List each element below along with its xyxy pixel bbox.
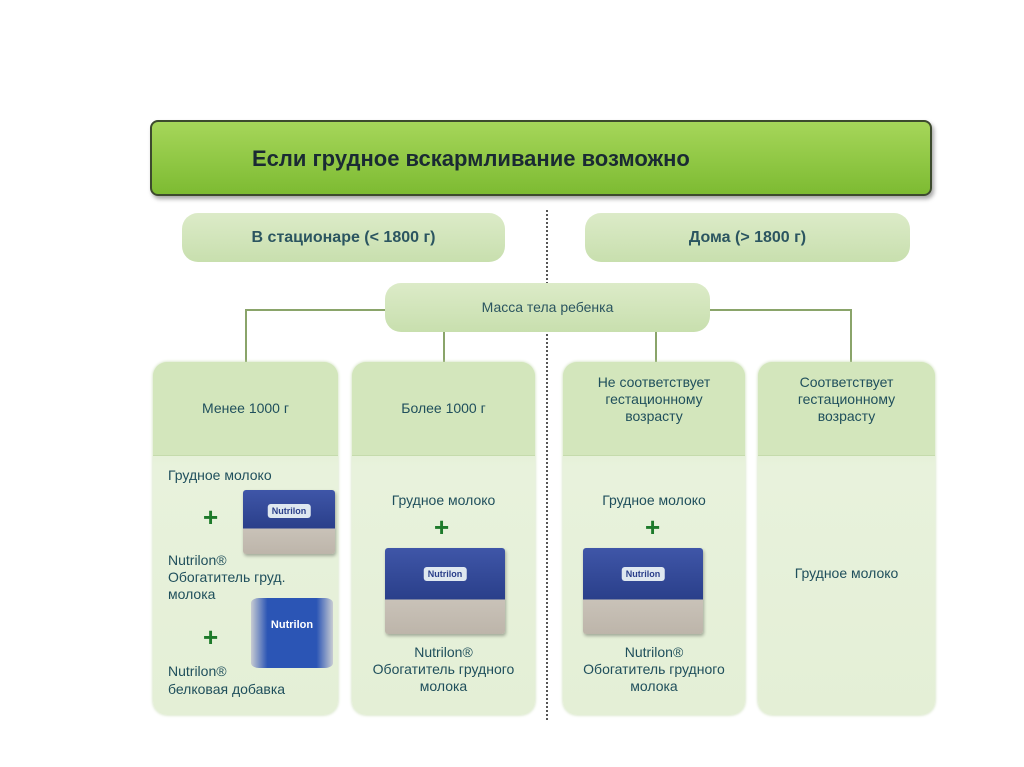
line: Грудное молоко [168,467,272,483]
box-header-area: Более 1000 г [352,362,535,456]
box-header-area: Не соответствует гестационному возрасту [563,362,745,456]
product-box-image: Nutrilon [385,548,505,634]
box-header: Менее 1000 г [202,400,289,416]
brand: Nutrilon® [168,552,227,568]
box-header: Более 1000 г [401,400,486,416]
branch-hospital: В стационаре (< 1800 г) [182,213,505,262]
plus: + [434,512,450,542]
line: Грудное молоко [391,492,496,508]
product-box-image: Nutrilon [243,490,335,554]
branch-home: Дома (> 1800 г) [585,213,910,262]
line: Грудное молоко [602,492,706,508]
connector [245,309,385,311]
box-not-matching: Не соответствует гестационному возрасту … [563,362,745,715]
title: Если грудное вскармливание возможно [252,146,690,171]
connector [710,309,850,311]
center-node: Масса тела ребенка [385,283,710,332]
plus: + [203,502,219,532]
box-header: Соответствует гестационному возрасту [797,374,896,424]
brand: Nutrilon® [624,644,684,660]
plus: + [645,512,661,542]
product-box-image: Nutrilon [583,548,703,634]
divider [546,210,548,720]
box-header-area: Менее 1000 г [153,362,338,456]
plus: + [203,622,219,652]
line: белковая добавка [168,681,286,697]
box-under-1000: Менее 1000 г Грудное молоко + Nutrilon N… [153,362,338,715]
connector [245,309,247,362]
box-matching: Соответствует гестационному возрасту Гру… [758,362,935,715]
brand: Nutrilon® [168,663,227,679]
box-over-1000: Более 1000 г Грудное молоко + Nutrilon N… [352,362,535,715]
brand: Nutrilon® [414,644,473,660]
connector [443,332,445,362]
line: Грудное молоко [794,565,899,581]
box-header: Не соответствует гестационному возрасту [597,374,711,424]
title-banner: Если грудное вскармливание возможно [150,120,932,196]
connector [655,332,657,362]
connector [850,309,852,362]
product-can-image: Nutrilon [251,598,333,668]
line: Обогатитель грудного молока [583,661,725,694]
line: Обогатитель груд. молока [168,569,286,602]
box-header-area: Соответствует гестационному возрасту [758,362,935,456]
line: Обогатитель грудного молока [372,661,515,694]
